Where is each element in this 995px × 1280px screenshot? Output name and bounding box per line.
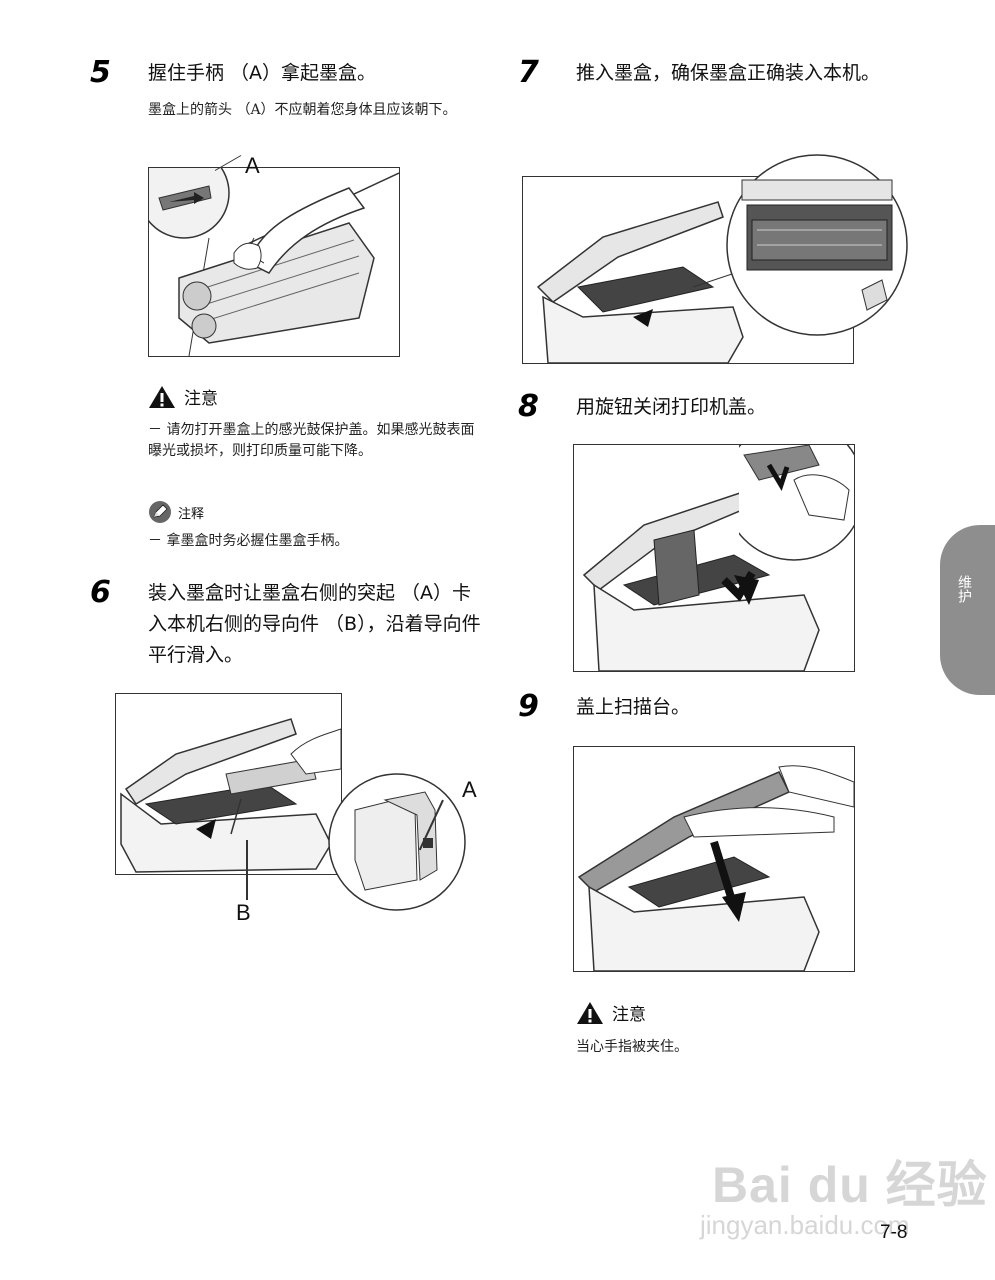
cartridge-illustration — [178, 172, 399, 356]
cartridge-inset-circle — [149, 168, 230, 239]
step-9-figure — [573, 746, 855, 972]
step-5-number: 5 — [90, 55, 111, 90]
printer-push-illustration — [536, 201, 744, 363]
caution-2-text: 当心手指被夹住。 — [576, 1039, 688, 1055]
step-8-figure — [573, 444, 855, 672]
step-9-number: 9 — [518, 689, 539, 724]
caution-1-text: － 请勿打开墨盒上的感光鼓保护盖。如果感光鼓表面曝光或损坏，则打印质量可能下降。 — [148, 422, 475, 459]
step-6-figure — [115, 693, 342, 875]
step-6-label-b: B — [236, 900, 251, 925]
chapter-side-tab-label: 维护 — [956, 575, 972, 603]
caution-1-header: 注意 — [148, 384, 218, 409]
step-5-figure — [148, 167, 400, 357]
warning-triangle-icon — [577, 1001, 603, 1024]
baidu-watermark-url: jingyan.baidu.com — [700, 1210, 910, 1240]
step-8-number: 8 — [518, 389, 539, 424]
baidu-watermark-logo: Bai du 经验 — [712, 1157, 988, 1213]
step-6-title: 装入墨盒时让墨盒右侧的突起 （A）卡入本机右侧的导向件 （B），沿着导向件平行滑… — [148, 582, 481, 666]
note-1-title: 注释 — [178, 506, 205, 522]
step-8-title: 用旋钮关闭打印机盖。 — [576, 396, 767, 418]
step-7-number: 7 — [518, 55, 539, 90]
caution-2-header: 注意 — [576, 1000, 646, 1025]
note-1-header: 注释 — [148, 500, 204, 524]
chapter-side-tab — [940, 525, 995, 695]
step-5-body: 墨盒上的箭头 （A）不应朝着您身体且应该朝下。 — [148, 102, 457, 118]
step-5-title: 握住手柄 （A）拿起墨盒。 — [148, 62, 377, 84]
caution-2-title: 注意 — [612, 1005, 646, 1025]
step-6-label-a: A — [462, 777, 477, 802]
scanner-close-illustration — [577, 765, 854, 971]
note-1-text: － 拿墨盒时务必握住墨盒手柄。 — [148, 533, 349, 549]
label-b-leader-6 — [246, 840, 248, 900]
step-7-title: 推入墨盒，确保墨盒正确装入本机。 — [576, 62, 881, 84]
page-number: 7-8 — [880, 1222, 908, 1243]
printer-insert-illustration — [120, 718, 341, 873]
step-8-inset-circle — [739, 445, 854, 561]
step-9-title: 盖上扫描台。 — [576, 696, 691, 718]
printer-close-illustration — [582, 489, 820, 671]
caution-1-title: 注意 — [184, 389, 218, 409]
step-6-number: 6 — [90, 575, 111, 610]
step-6-inset-circle — [328, 773, 466, 911]
step-5-label-a: A — [245, 153, 260, 178]
step-7-inset-circle — [726, 154, 908, 336]
warning-triangle-icon — [149, 385, 175, 408]
pencil-icon — [149, 501, 171, 523]
